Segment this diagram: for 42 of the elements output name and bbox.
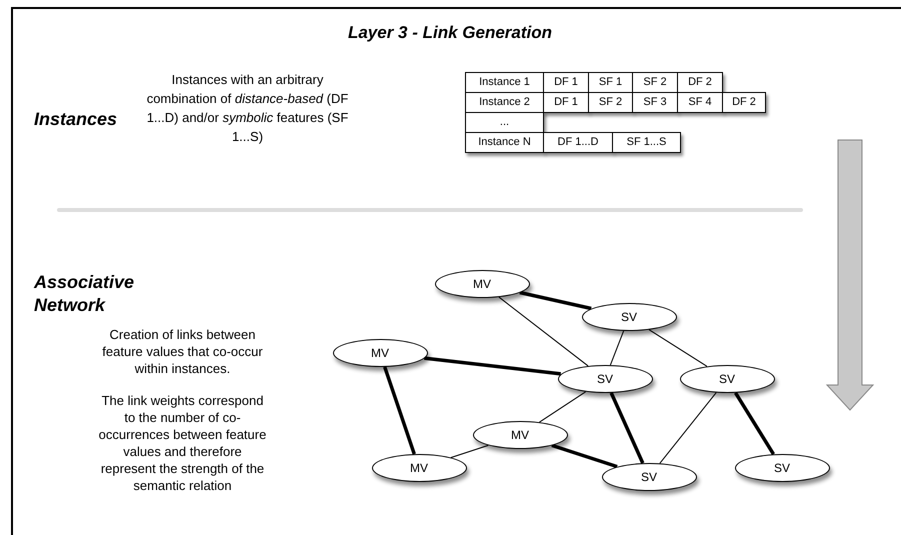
section-heading: Associative Network: [34, 271, 136, 317]
table-cell: SF 2: [588, 92, 633, 113]
table-cell: DF 1: [543, 92, 589, 113]
description-text: The link weights correspond to the number of co-occurrences between feature values and therefore represent the strength of the semantic relation: [98, 392, 268, 494]
table-cell: SF 2: [632, 72, 678, 93]
table-cell: Instance 2: [465, 92, 544, 113]
value-ellipse: SV: [602, 463, 696, 491]
value-ellipse: SV: [558, 365, 652, 393]
link-line: [450, 444, 489, 458]
link-line: [610, 392, 644, 464]
link-line: [648, 329, 708, 367]
value-ellipse: MV: [332, 339, 428, 367]
table-cell: Instance 1: [465, 72, 544, 93]
table-cell: SF 4: [677, 92, 723, 113]
link-line: [383, 366, 416, 455]
table-cell: ...: [465, 112, 544, 133]
table-cell: DF 1: [543, 72, 589, 93]
table-cell: SF 1: [588, 72, 633, 93]
table-cell: DF 2: [677, 72, 723, 93]
link-line: [734, 392, 775, 456]
link-line: [551, 444, 618, 468]
value-ellipse: SV: [582, 303, 676, 331]
description-text: Instances with an arbitrary combination of distance-based (DF 1...D) and/or symbolic features (SF 1...S): [146, 71, 350, 146]
link-line: [519, 290, 592, 310]
table-cell: DF 1...D: [543, 132, 613, 153]
description-text: Creation of links between feature values that co-occur within instances.: [101, 326, 264, 377]
link-line: [498, 296, 589, 366]
link-line: [610, 330, 624, 366]
value-ellipse: SV: [734, 454, 830, 482]
value-ellipse: MV: [434, 270, 530, 298]
value-ellipse: MV: [472, 421, 568, 449]
link-line: [538, 391, 586, 423]
table-cell: SF 3: [632, 92, 678, 113]
table-cell: Instance N: [465, 132, 544, 153]
link-line: [424, 356, 561, 376]
value-ellipse: MV: [372, 454, 466, 482]
table-cell: SF 1...S: [612, 132, 681, 153]
section-heading: Instances: [34, 108, 118, 131]
link-line: [659, 392, 717, 464]
title: Layer 3 - Link Generation: [346, 22, 554, 44]
value-ellipse: SV: [680, 365, 774, 393]
table-cell: DF 2: [722, 92, 766, 113]
